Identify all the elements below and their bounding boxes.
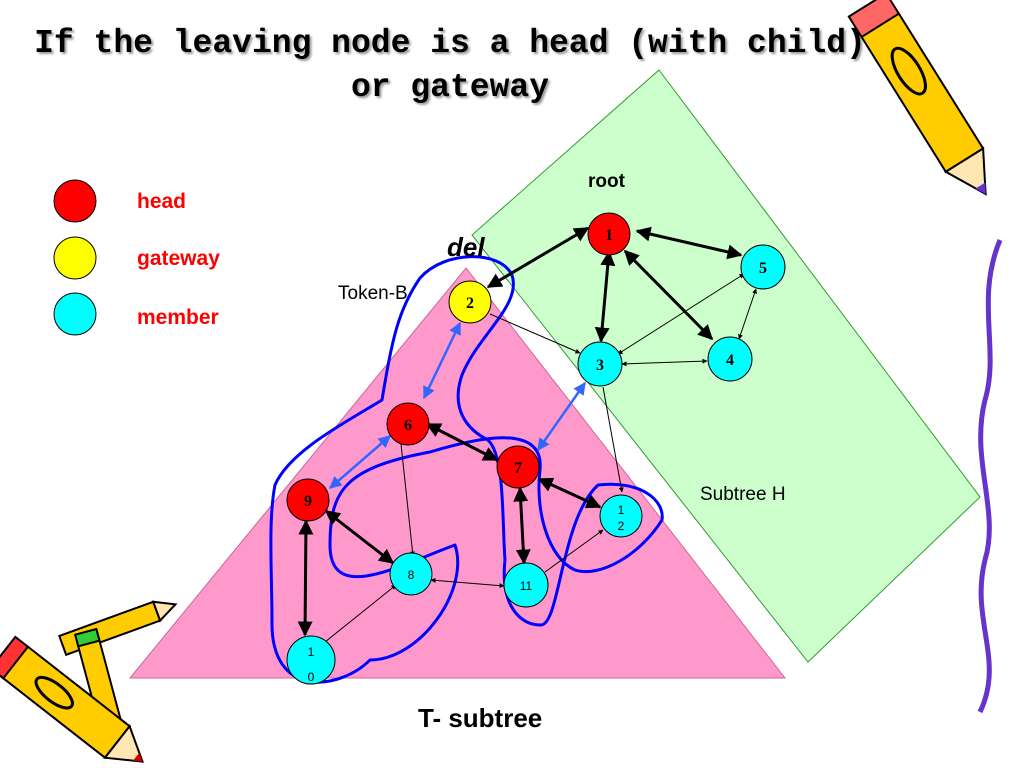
edge-5-3 [617, 273, 745, 355]
node-10-label-line2: 0 [308, 670, 315, 684]
node-9: 9 [286, 478, 330, 522]
legend-head-swatch [53, 179, 97, 223]
edge-2-1 [486, 226, 590, 289]
t-subtree-region [128, 267, 787, 679]
node-2-label: 2 [466, 295, 474, 312]
edge-7-11 [513, 486, 531, 565]
pencil-icon [847, 0, 987, 196]
node-4-label: 4 [726, 352, 734, 369]
edge-6-8 [400, 443, 416, 557]
node-5-label: 5 [759, 260, 767, 277]
node-11-label: 11 [520, 579, 533, 593]
edge-8-11 [430, 577, 505, 589]
node-12-label-line2: 2 [618, 519, 625, 533]
del-label: del [447, 232, 485, 262]
node-9-label: 9 [304, 493, 312, 510]
token-arrow-3-7 [536, 381, 587, 452]
node-10: 1 0 [286, 635, 336, 685]
subtree-h-label: Subtree H [700, 484, 786, 505]
edge-6-7 [425, 422, 499, 462]
node-12: 1 2 [599, 494, 643, 538]
legend-head-label: head [137, 190, 186, 213]
token-arrow-2-6 [422, 321, 462, 400]
node-1-label: 1 [605, 227, 613, 244]
node-8: 8 [389, 552, 433, 596]
node-7-label: 7 [514, 460, 522, 477]
node-4: 4 [707, 336, 753, 382]
title-line-1: If the leaving node is a head (with chil… [34, 25, 866, 62]
legend-gateway-swatch [53, 236, 97, 280]
edge-11-12 [544, 529, 604, 573]
edge-5-4 [738, 288, 757, 340]
node-6: 6 [386, 402, 430, 446]
root-label: root [588, 171, 626, 192]
t-subtree-caption: T- subtree [418, 703, 542, 733]
edges [297, 226, 757, 643]
edge-1-5 [635, 226, 743, 260]
edge-10-8 [324, 584, 397, 643]
node-10-label-line1: 1 [308, 645, 315, 659]
node-12-label-line1: 1 [618, 503, 625, 517]
node-3-label: 3 [596, 357, 604, 374]
edge-7-12 [537, 477, 602, 509]
title-line-2: or gateway [350, 69, 550, 106]
node-1: 1 [587, 212, 631, 256]
node-2: 2 [448, 280, 492, 324]
crayons-icon [0, 600, 178, 763]
edge-3-12 [602, 386, 624, 493]
edge-2-3 [489, 313, 581, 354]
node-7: 7 [496, 445, 540, 489]
slide-title: If the leaving node is a head (with chil… [20, 22, 880, 110]
node-5: 5 [740, 244, 786, 290]
node-8-label: 8 [408, 568, 415, 582]
edge-3-4 [621, 358, 708, 367]
token-arrow-6-9 [329, 435, 391, 489]
node-3: 3 [577, 341, 623, 387]
token-b-label: Token-B [338, 283, 408, 304]
edge-9-8 [324, 509, 395, 565]
legend-member-swatch [53, 292, 97, 336]
legend-member-label: member [137, 306, 219, 329]
node-11: 11 [503, 562, 549, 608]
edge-1-3 [594, 250, 616, 343]
legend: head gateway member [53, 179, 220, 336]
decorative-squiggle [977, 239, 1003, 714]
edge-9-10 [297, 519, 314, 637]
legend-gateway-label: gateway [137, 247, 220, 270]
node-6-label: 6 [404, 417, 412, 434]
